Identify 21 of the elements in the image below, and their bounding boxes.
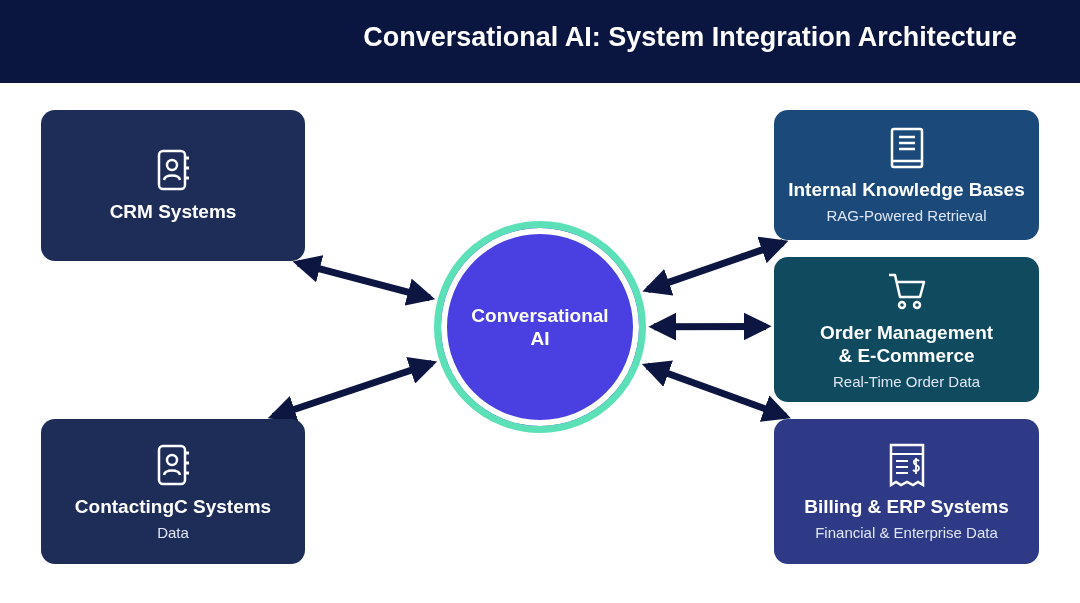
- card-heading: Order Management & E-Commerce: [818, 321, 995, 367]
- card-subtitle: Real-Time Order Data: [833, 373, 980, 390]
- double-arrow: [641, 360, 791, 422]
- system-card: [774, 257, 1039, 402]
- system-card: [774, 110, 1039, 240]
- hub-label: Conversational AI: [470, 304, 610, 350]
- title: Conversational AI: System Integration Architecture: [362, 22, 1018, 53]
- card-heading: CRM Systems: [109, 200, 237, 223]
- system-card: [41, 110, 305, 261]
- card-subtitle: Data: [157, 523, 189, 541]
- system-card: [41, 419, 305, 564]
- card-heading: Internal Knowledge Bases: [788, 178, 1025, 201]
- card-heading: Billing & ERP Systems: [804, 494, 1009, 518]
- double-arrow: [642, 236, 789, 296]
- card-heading: ContactingC Systems: [74, 494, 272, 518]
- card-subtitle: RAG-Powered Retrieval: [826, 207, 987, 224]
- double-arrow: [292, 255, 436, 306]
- card-subtitle: Financial & Enterprise Data: [815, 523, 998, 541]
- double-arrow: [648, 312, 772, 341]
- double-arrow: [267, 357, 438, 423]
- system-card: [774, 419, 1039, 564]
